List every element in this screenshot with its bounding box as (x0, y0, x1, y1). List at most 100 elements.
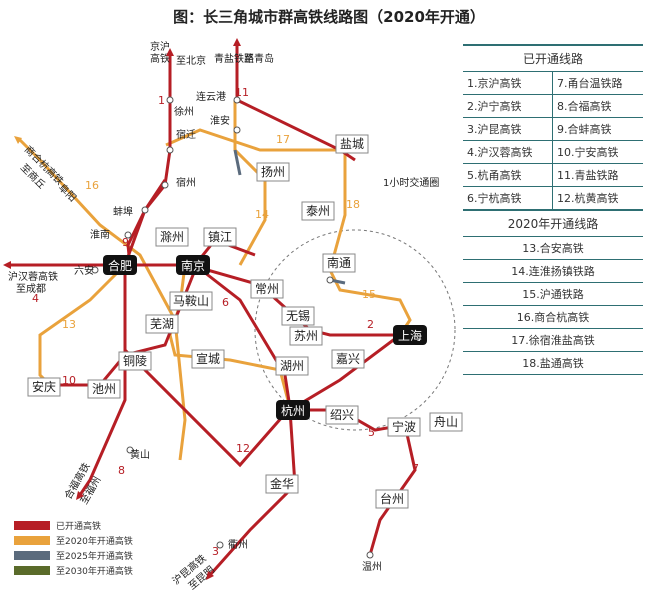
line-11 (235, 45, 356, 162)
label-to-chengdu: 至成都 (16, 283, 46, 295)
city-jiaxing: 嘉兴 (336, 352, 360, 366)
open-line-item: 1.京沪高铁 (463, 72, 553, 95)
new-line-item: 18.盐通高铁 (463, 352, 643, 375)
num-16: 16 (85, 179, 99, 192)
open-line-item: 7.甬台温铁路 (553, 72, 643, 95)
city-suzhou: 苏州 (294, 329, 318, 343)
city-zhoushan: 舟山 (434, 415, 458, 429)
open-line-item: 11.青盐铁路 (553, 164, 643, 187)
line-3 (208, 333, 401, 576)
num-11: 11 (235, 86, 249, 99)
line-14 (233, 100, 267, 266)
label-to-beijing: 至北京 (176, 54, 206, 67)
new-line-item: 13.合安高铁 (463, 237, 643, 260)
num-9: 9 (122, 236, 129, 249)
label-to-qingdao: 至青岛 (244, 52, 274, 65)
new-line-item: 17.徐宿淮盐高铁 (463, 329, 643, 352)
new-lines-title: 2020年开通线路 (463, 210, 643, 237)
city-dots (91, 96, 374, 559)
city-shanghai: 上海 (398, 328, 422, 343)
legend-label: 已开通高铁 (56, 522, 102, 532)
num-14: 14 (255, 208, 269, 221)
legend-2020: 至2020年开通高铁 (14, 533, 133, 548)
city-suqian: 宿迁 (176, 128, 196, 141)
legend-label: 至2020年开通高铁 (56, 537, 133, 547)
city-nanjing: 南京 (181, 258, 205, 273)
open-line-item: 12.杭黄高铁 (553, 187, 643, 210)
open-lines-grid: 1.京沪高铁 7.甬台温铁路 2.沪宁高铁 8.合福高铁 3.沪昆高铁 9.合蚌… (463, 72, 643, 210)
new-line-item: 16.商合杭高铁 (463, 306, 643, 329)
city-tongling: 铜陵 (123, 353, 147, 368)
label-jinghu-b: 高铁 (150, 52, 170, 65)
num-3: 3 (212, 545, 219, 558)
num-1: 1 (158, 94, 165, 107)
num-2: 2 (367, 318, 374, 331)
legend-swatch (14, 551, 50, 560)
num-4: 4 (32, 292, 39, 305)
line-17 (165, 128, 340, 152)
city-labels: 徐州 连云港 宿迁 淮安 宿州 蚌埠 淮南 六安 黄山 衢州 温州 盐城 滁州 … (27, 90, 463, 573)
city-anqing: 安庆 (32, 379, 56, 394)
line-13 (38, 268, 122, 387)
line-list-panel: 已开通线路 1.京沪高铁 7.甬台温铁路 2.沪宁高铁 8.合福高铁 3.沪昆高… (463, 44, 643, 375)
open-line-item: 10.宁安高铁 (553, 141, 643, 164)
arrows (3, 38, 241, 580)
city-wenzhou: 温州 (362, 561, 382, 573)
legend: 已开通高铁 至2020年开通高铁 至2025年开通高铁 至2030年开通高铁 (14, 518, 133, 578)
city-changzhou: 常州 (255, 282, 279, 296)
num-10: 10 (62, 374, 76, 387)
num-8: 8 (118, 464, 125, 477)
city-xuancheng: 宣城 (196, 351, 220, 366)
city-hefei: 合肥 (108, 258, 132, 273)
city-taizhou-zj: 台州 (380, 491, 404, 506)
num-17: 17 (276, 133, 290, 146)
open-line-item: 9.合蚌高铁 (553, 118, 643, 141)
line-6 (194, 263, 292, 409)
legend-2025: 至2025年开通高铁 (14, 548, 133, 563)
city-huaian: 淮安 (210, 114, 230, 127)
line-8 (78, 265, 127, 496)
line-16 (18, 138, 187, 461)
num-15: 15 (362, 288, 376, 301)
line-18 (328, 150, 347, 271)
line-12 (123, 348, 292, 468)
open-line-item: 2.沪宁高铁 (463, 95, 553, 118)
city-ningbo: 宁波 (392, 419, 416, 434)
label-hanrong: 沪汉蓉高铁 (8, 270, 58, 283)
open-lines-title: 已开通线路 (463, 44, 643, 72)
city-huangshan: 黄山 (130, 448, 150, 461)
city-suzhou-ah: 宿州 (176, 176, 196, 189)
open-line-item: 4.沪汉蓉高铁 (463, 141, 553, 164)
line-number-labels: 1 2 3 4 5 6 7 8 9 10 11 12 13 14 15 16 1… (32, 86, 419, 558)
new-line-item: 15.沪通铁路 (463, 283, 643, 306)
num-7: 7 (412, 462, 419, 475)
num-12: 12 (236, 442, 250, 455)
city-huzhou: 湖州 (280, 358, 304, 373)
legend-swatch (14, 521, 50, 530)
label-qingyan: 青盐铁路 (214, 52, 254, 65)
new-line-item: 14.连淮扬镇铁路 (463, 260, 643, 283)
legend-2030: 至2030年开通高铁 (14, 563, 133, 578)
num-13: 13 (62, 318, 76, 331)
city-shaoxing: 绍兴 (330, 408, 354, 422)
legend-label: 至2030年开通高铁 (56, 567, 133, 577)
city-quzhou: 衢州 (228, 539, 248, 551)
city-lianyungang: 连云港 (196, 90, 226, 103)
city-wuxi: 无锡 (286, 308, 310, 323)
city-maanshan: 马鞍山 (173, 293, 209, 308)
city-yancheng: 盐城 (340, 137, 364, 151)
city-wuhu: 芜湖 (150, 316, 174, 331)
city-huainan: 淮南 (90, 228, 110, 241)
city-bengbu: 蚌埠 (113, 205, 133, 218)
city-hangzhou: 杭州 (281, 403, 305, 418)
map-title: 图：长三角城市群高铁线路图（2020年开通） (173, 8, 485, 26)
label-jinghu-a: 京沪 (150, 40, 170, 53)
city-jinhua: 金华 (270, 476, 294, 491)
city-luan: 六安 (74, 264, 94, 277)
open-line-item: 8.合福高铁 (553, 95, 643, 118)
city-chizhou: 池州 (92, 382, 116, 396)
num-5: 5 (368, 426, 375, 439)
open-line-item: 3.沪昆高铁 (463, 118, 553, 141)
city-chuzhou: 滁州 (160, 229, 184, 244)
